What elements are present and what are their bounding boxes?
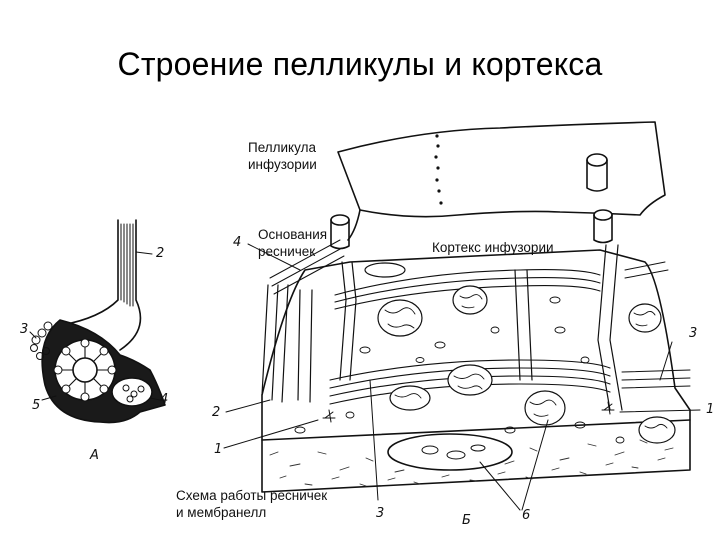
mark-right-1: 1: [214, 442, 223, 457]
label-pellicle: Пелликула инфузории: [248, 140, 317, 172]
mark-right-2: 2: [212, 405, 221, 420]
mark-right-1-side: 1: [706, 402, 715, 417]
mark-figure-a: А: [90, 448, 99, 463]
label-cortex: Кортекс инфузории: [432, 240, 554, 255]
mark-left-5: 5: [32, 398, 41, 413]
page-title: Строение пелликулы и кортекса: [117, 46, 603, 82]
mark-right-6: 6: [522, 508, 531, 523]
label-cilia-base: Основания ресничек: [258, 227, 328, 259]
mark-right-3-side: 3: [689, 326, 698, 341]
figure-b-cortex-block: [223, 121, 701, 511]
mark-right-3-bottom: 3: [376, 506, 385, 521]
mark-left-4: 4: [160, 392, 169, 407]
mark-right-4: 4: [233, 235, 242, 250]
label-scheme: Схема работы ресничек и мембранелл: [176, 488, 328, 520]
figure-a-cilium-base: [29, 219, 166, 424]
mark-left-2: 2: [156, 246, 165, 261]
mark-left-3: 3: [20, 322, 29, 337]
mark-figure-b: Б: [462, 513, 471, 528]
